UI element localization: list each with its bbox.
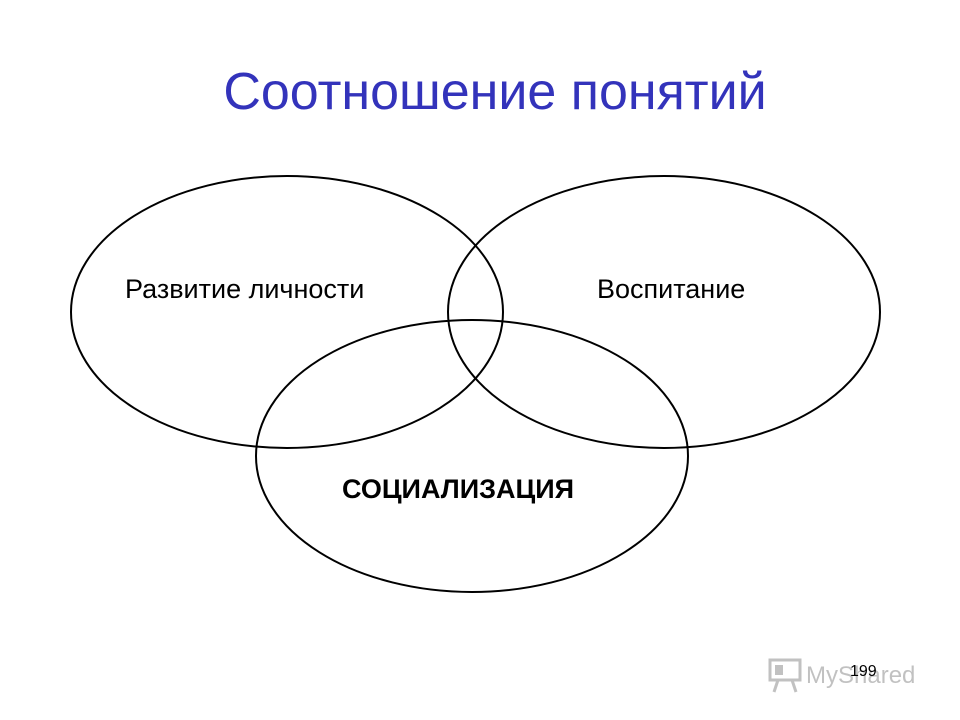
label-personality-development: Развитие личности (125, 274, 365, 304)
watermark-text: MyShared (806, 662, 916, 689)
page-number: 199 (850, 663, 877, 680)
label-upbringing: Воспитание (597, 274, 746, 304)
watermark: MyShared (768, 656, 928, 696)
label-socialization: СОЦИАЛИЗАЦИЯ (342, 474, 575, 504)
presentation-board-icon (768, 658, 802, 693)
ellipse-upbringing (447, 175, 881, 449)
ellipse-personality-development (70, 175, 504, 449)
slide-title: Соотношение понятий (223, 63, 767, 121)
ellipse-socialization (255, 319, 689, 593)
